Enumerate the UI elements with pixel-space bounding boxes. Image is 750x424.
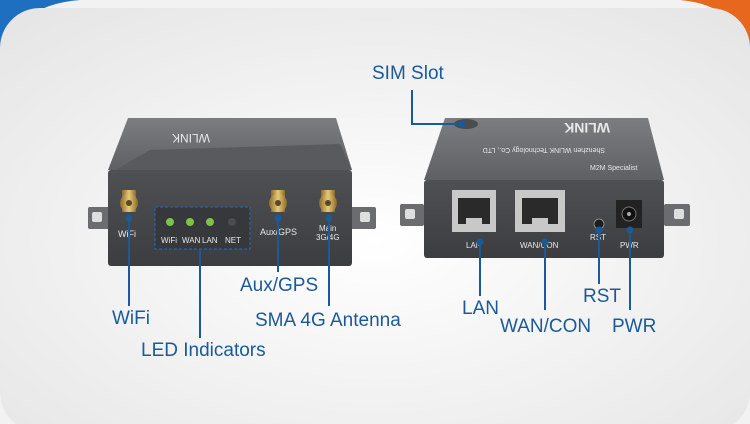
front-main-label: Main (319, 224, 336, 233)
top-brand-text: WLINK (172, 131, 210, 145)
callout-sim-slot: SIM Slot (372, 63, 444, 84)
led-wifi (166, 218, 174, 226)
rear-company-text: Shenzhen WLINK Technology Co., LTD (483, 146, 605, 153)
router-front-view: WLINK WiFi WiFi WAN LAN NET (88, 118, 376, 266)
led-label-net: NET (225, 236, 241, 245)
led-indicator-panel (154, 206, 251, 250)
rear-lan-label: LAN (466, 241, 482, 250)
callout-lan: LAN (462, 298, 499, 319)
main-antenna-connector (319, 190, 337, 212)
led-lan (206, 218, 214, 226)
aux-gps-connector (269, 190, 287, 212)
callout-led-indicators: LED Indicators (141, 340, 266, 361)
front-3g4g-label: 3G/4G (316, 233, 340, 242)
power-jack (616, 200, 642, 228)
led-label-wifi: WiFi (161, 236, 177, 245)
callout-wifi: WiFi (112, 308, 150, 329)
callout-rst: RST (583, 286, 621, 307)
callout-lines (125, 90, 634, 338)
lan-port (452, 190, 496, 232)
callout-sma-4g-antenna: SMA 4G Antenna (255, 310, 401, 331)
front-wifi-label: WiFi (118, 229, 136, 239)
callout-pwr: PWR (612, 316, 657, 337)
wan-con-port (515, 190, 565, 232)
callout-aux-gps: Aux/GPS (240, 275, 319, 296)
router-rear-view: WLINK Shenzhen WLINK Technology Co., LTD… (400, 118, 690, 258)
rear-brand-text: WLINK (564, 120, 610, 136)
sim-leader (411, 90, 462, 125)
callout-wan-con: WAN/CON (500, 316, 592, 337)
led-label-wan: WAN (182, 236, 201, 245)
rear-tagline-text: M2M Specialist (590, 165, 638, 172)
wifi-antenna-connector (120, 190, 138, 212)
led-wan (186, 218, 194, 226)
led-net (228, 218, 236, 226)
led-label-lan: LAN (202, 236, 218, 245)
rear-wan-label: WAN/CON (520, 241, 559, 250)
